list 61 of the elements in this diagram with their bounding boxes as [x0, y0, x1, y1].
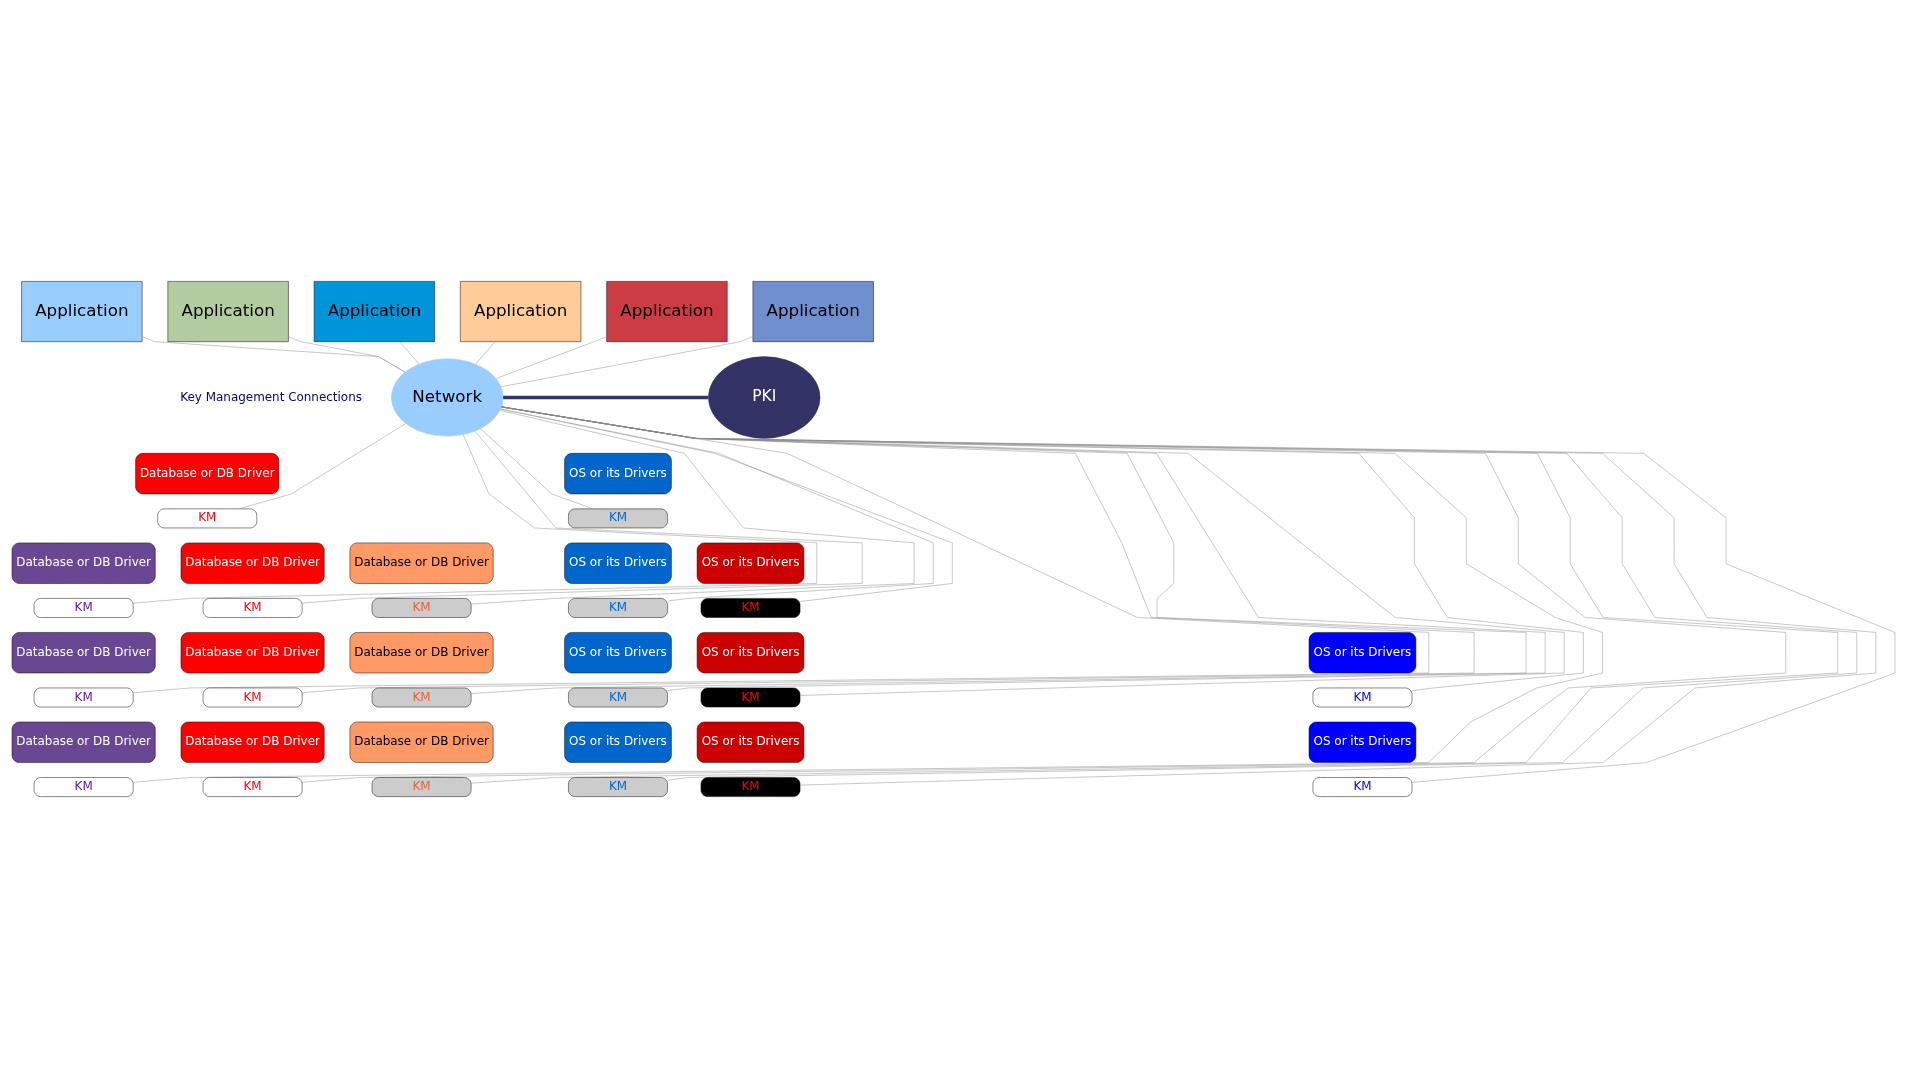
node-box: OS or its Drivers: [564, 632, 672, 674]
node-box: KM: [202, 598, 303, 618]
node-box: KM: [700, 777, 801, 797]
connector: [238, 423, 406, 510]
node-box: Database or DB Driver: [180, 632, 325, 674]
node-box: Database or DB Driver: [11, 721, 156, 763]
connector: [288, 336, 406, 373]
node-box: OS or its Drivers: [564, 721, 672, 763]
node-box: OS or its Drivers: [1308, 632, 1417, 674]
connector: [399, 341, 420, 365]
node-box: KM: [33, 598, 134, 618]
node-box: OS or its Drivers: [564, 453, 672, 495]
node-box: KM: [700, 687, 801, 708]
connector: [132, 406, 1429, 693]
node-box: Database or DB Driver: [11, 632, 156, 674]
node-box: Application: [21, 281, 143, 342]
node-box: Application: [752, 281, 874, 342]
node-box: KM: [371, 777, 472, 797]
connector: [500, 336, 754, 387]
node-box: OS or its Drivers: [696, 542, 805, 584]
label: Key Management Connections: [180, 389, 362, 404]
node-box: Database or DB Driver: [180, 721, 325, 763]
node-box: KM: [371, 687, 472, 708]
connector: [503, 395, 709, 400]
node-box: Database or DB Driver: [349, 632, 494, 674]
node-box: Application: [606, 281, 728, 342]
node-box: KM: [568, 508, 668, 529]
node-box: KM: [371, 598, 472, 618]
node-box: KM: [1312, 777, 1413, 797]
node-box: KM: [568, 777, 668, 797]
node-box: KM: [33, 687, 134, 708]
node-box: Application: [313, 281, 435, 342]
connector: [132, 434, 817, 604]
connector: [301, 406, 1475, 693]
connector: [301, 430, 863, 604]
node-box: KM: [568, 598, 668, 618]
node-box: KM: [700, 598, 801, 618]
node-box: Application: [167, 281, 289, 342]
connector: [141, 336, 406, 373]
node-box: KM: [157, 508, 257, 529]
node-box: KM: [202, 777, 303, 797]
node-box: OS or its Drivers: [696, 632, 805, 674]
node-box: KM: [33, 777, 134, 797]
node-box: Application: [460, 281, 582, 342]
node-box: OS or its Drivers: [1308, 721, 1417, 763]
node-box: Database or DB Driver: [349, 721, 494, 763]
connector: [132, 406, 1603, 783]
node-box: Database or DB Driver: [135, 453, 280, 495]
node-box: OS or its Drivers: [564, 542, 672, 584]
node-box: Database or DB Driver: [11, 542, 156, 584]
node-box: KM: [568, 687, 668, 708]
node-box: KM: [1312, 687, 1413, 708]
node-ellipse: Network: [391, 358, 504, 437]
node-box: Database or DB Driver: [180, 542, 325, 584]
connector: [475, 341, 496, 365]
connector: [480, 428, 594, 510]
node-ellipse: PKI: [708, 356, 821, 439]
node-box: OS or its Drivers: [696, 721, 805, 763]
node-box: KM: [202, 687, 303, 708]
connector: [495, 336, 607, 379]
node-box: Database or DB Driver: [349, 542, 494, 584]
